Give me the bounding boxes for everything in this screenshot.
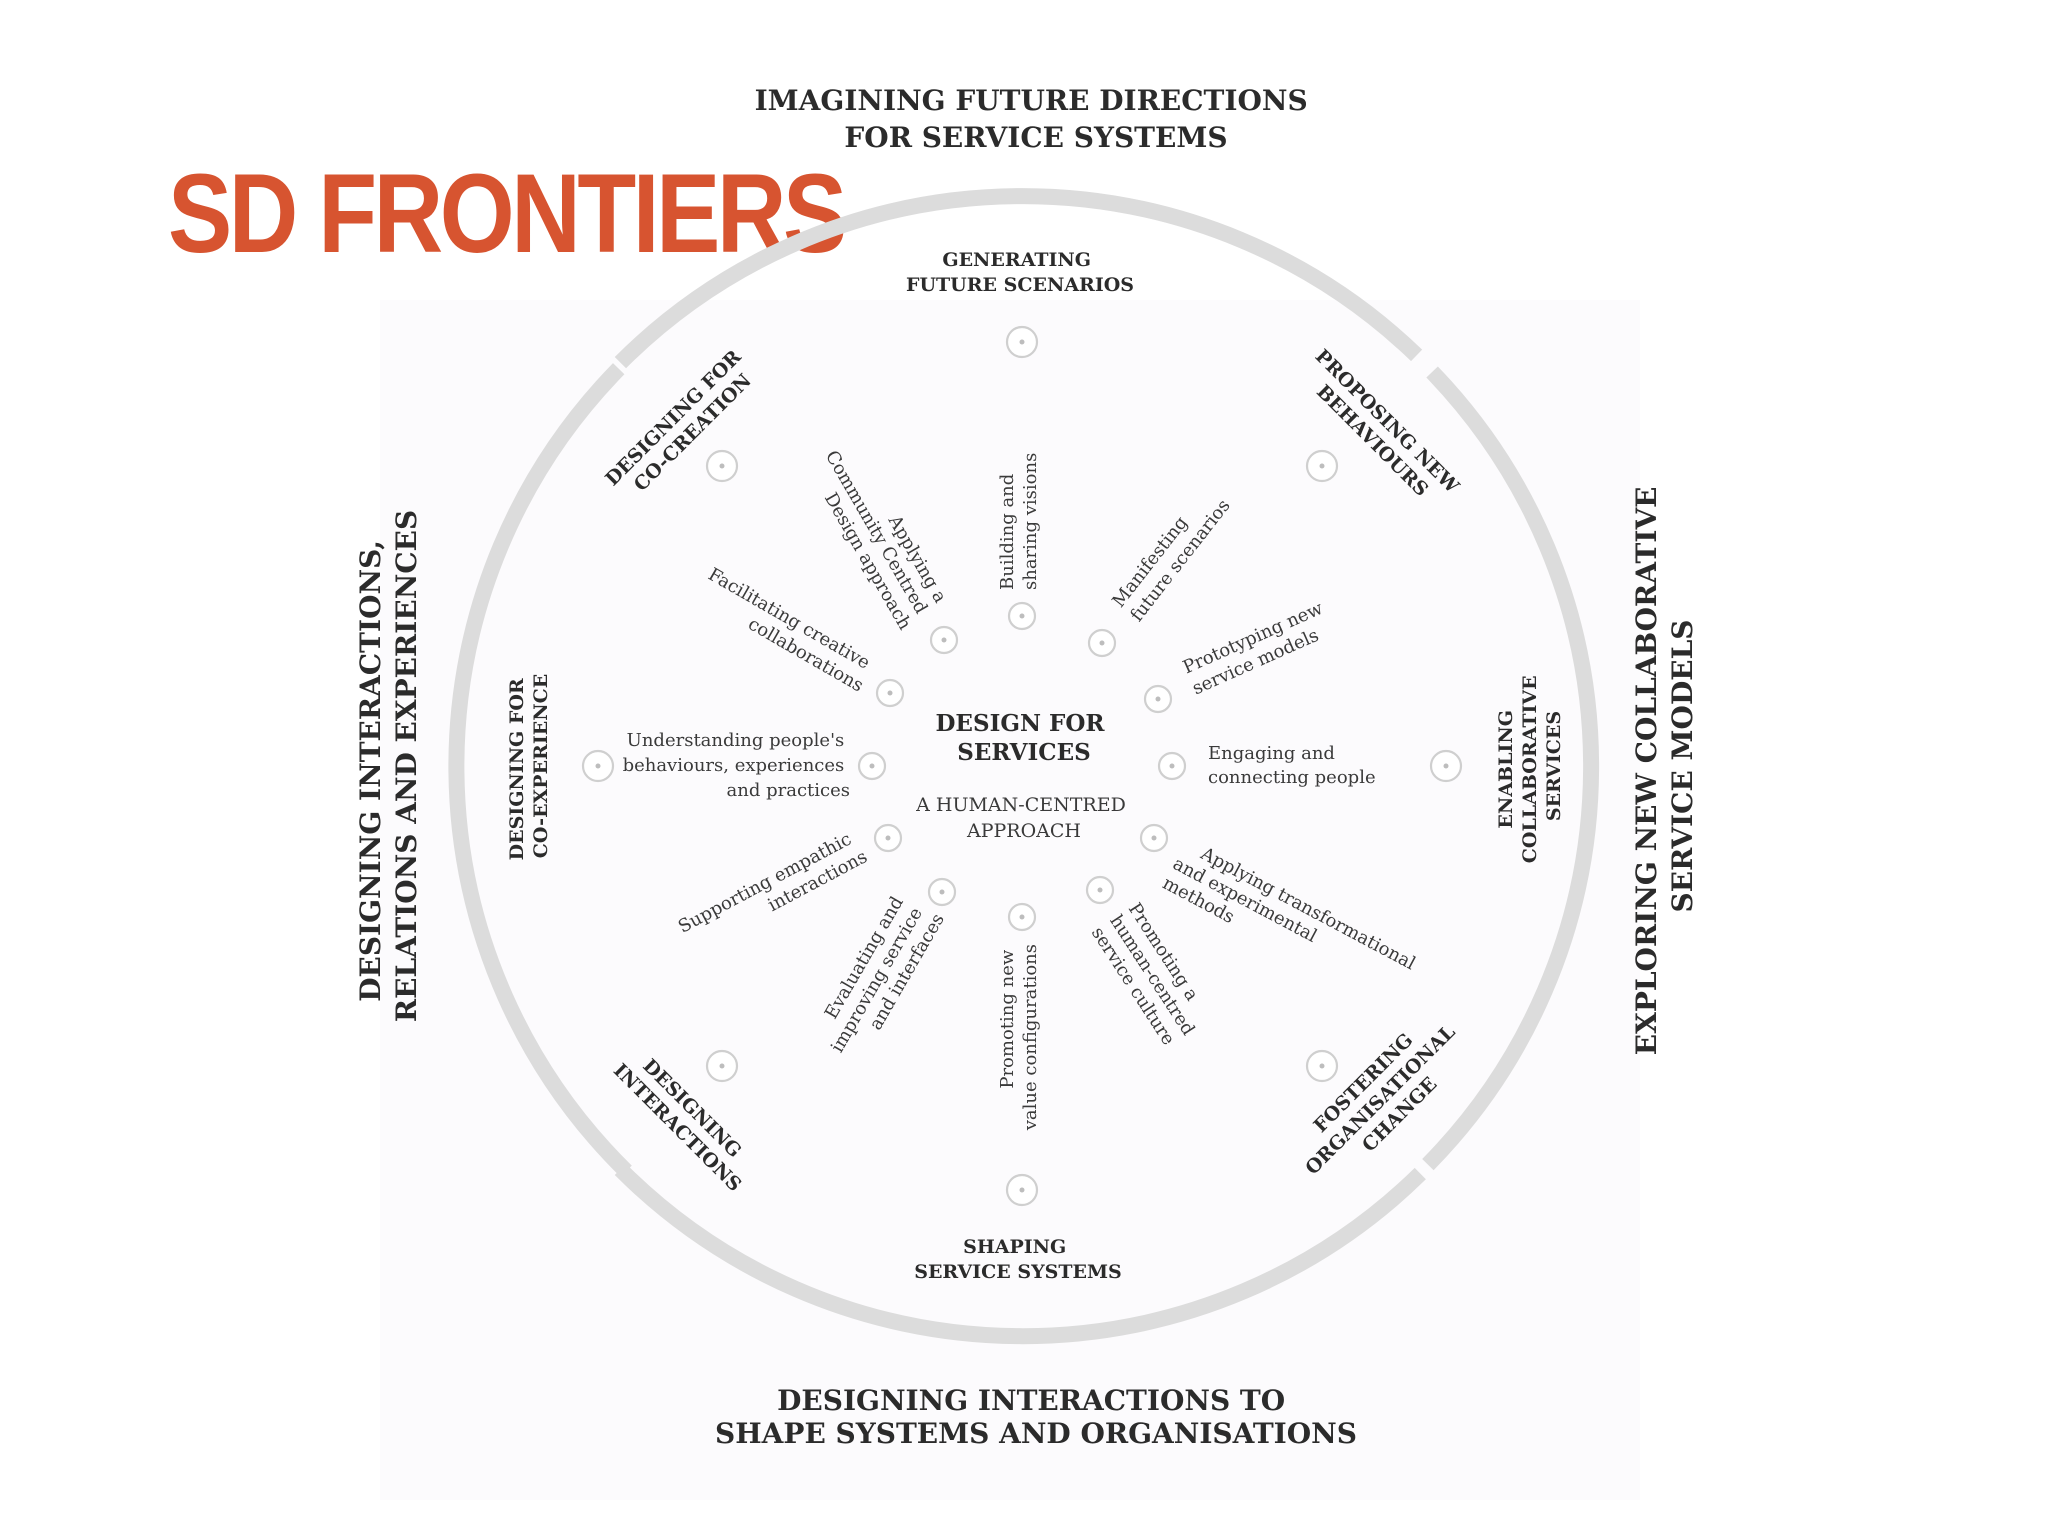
ring-segment-top <box>614 188 1423 369</box>
diagram-background <box>380 300 1640 1500</box>
frontier-bottom: DESIGNING INTERACTIONS TO SHAPE SYSTEMS … <box>715 1384 1357 1450</box>
node-evaluating <box>927 877 957 907</box>
action-engaging-connecting-people: Engaging and connecting people <box>1208 743 1376 788</box>
action-prototyping-service-models: Prototyping new service models <box>1180 595 1341 699</box>
slide-title: SD FRONTIERS <box>168 151 847 276</box>
node-co-experience <box>581 749 615 783</box>
action-facilitating-collaborations: Facilitating creative collaborations <box>693 564 878 696</box>
frontier-right: EXPLORING NEW COLLABORATIVE SERVICE MODE… <box>1630 477 1699 1056</box>
center-subtitle: A HUMAN-CENTRED APPROACH <box>915 794 1132 842</box>
action-human-centred-culture: Promoting a human-centred service cultur… <box>1087 899 1220 1056</box>
node-manifesting <box>1087 628 1117 658</box>
node-human-centred <box>1085 875 1115 905</box>
node-building <box>1007 601 1037 631</box>
area-enabling-collaborative-services: ENABLING COLLABORATIVE SERVICES <box>1495 669 1565 863</box>
frontier-left: DESIGNING INTERACTIONS, RELATIONS AND EX… <box>354 510 423 1022</box>
node-proposing <box>1305 449 1339 483</box>
ring-segment-right <box>1422 366 1600 1171</box>
area-fostering-organisational-change: FOSTERING ORGANISATIONAL CHANGE <box>1284 999 1481 1196</box>
node-enabling <box>1429 749 1463 783</box>
action-empathic-interactions: Supporting empathic interactions <box>675 826 871 958</box>
action-evaluating-improving: Evaluating and improving service and int… <box>808 888 949 1067</box>
action-building-sharing-visions: Building and sharing visions <box>997 453 1041 590</box>
node-facilitating <box>875 678 905 708</box>
node-empathic <box>873 823 903 853</box>
node-generating <box>1005 325 1039 359</box>
node-prototyping <box>1143 684 1173 714</box>
node-engaging <box>1157 751 1187 781</box>
node-designing-interactions <box>705 1049 739 1083</box>
action-community-centred-design: Applying a Community Centred Design appr… <box>802 436 954 634</box>
action-value-configurations: Promoting new value configurations <box>997 944 1041 1131</box>
node-fostering <box>1305 1049 1339 1083</box>
node-value-config <box>1007 902 1037 932</box>
action-understanding-people: Understanding people's behaviours, exper… <box>623 730 850 801</box>
area-shaping-service-systems: SHAPING SERVICE SYSTEMS <box>914 1236 1122 1283</box>
outer-nodes <box>581 325 1463 1207</box>
frontier-top: IMAGINING FUTURE DIRECTIONS FOR SERVICE … <box>755 84 1318 154</box>
outer-ring <box>448 188 1600 1345</box>
inner-nodes <box>857 601 1187 932</box>
area-designing-for-co-experience: DESIGNING FOR CO-EXPERIENCE <box>506 672 552 861</box>
node-shaping <box>1005 1173 1039 1207</box>
center-title: DESIGN FOR SERVICES <box>935 710 1112 766</box>
ring-segment-bottom <box>614 1163 1426 1345</box>
area-generating-future-scenarios: GENERATING FUTURE SCENARIOS <box>906 249 1134 296</box>
node-transformational <box>1139 823 1169 853</box>
action-manifesting-future-scenarios: Manifesting future scenarios <box>1108 481 1234 625</box>
node-understanding <box>857 751 887 781</box>
node-community <box>929 625 959 655</box>
node-co-creation <box>705 449 739 483</box>
ring-segment-left <box>448 363 632 1178</box>
